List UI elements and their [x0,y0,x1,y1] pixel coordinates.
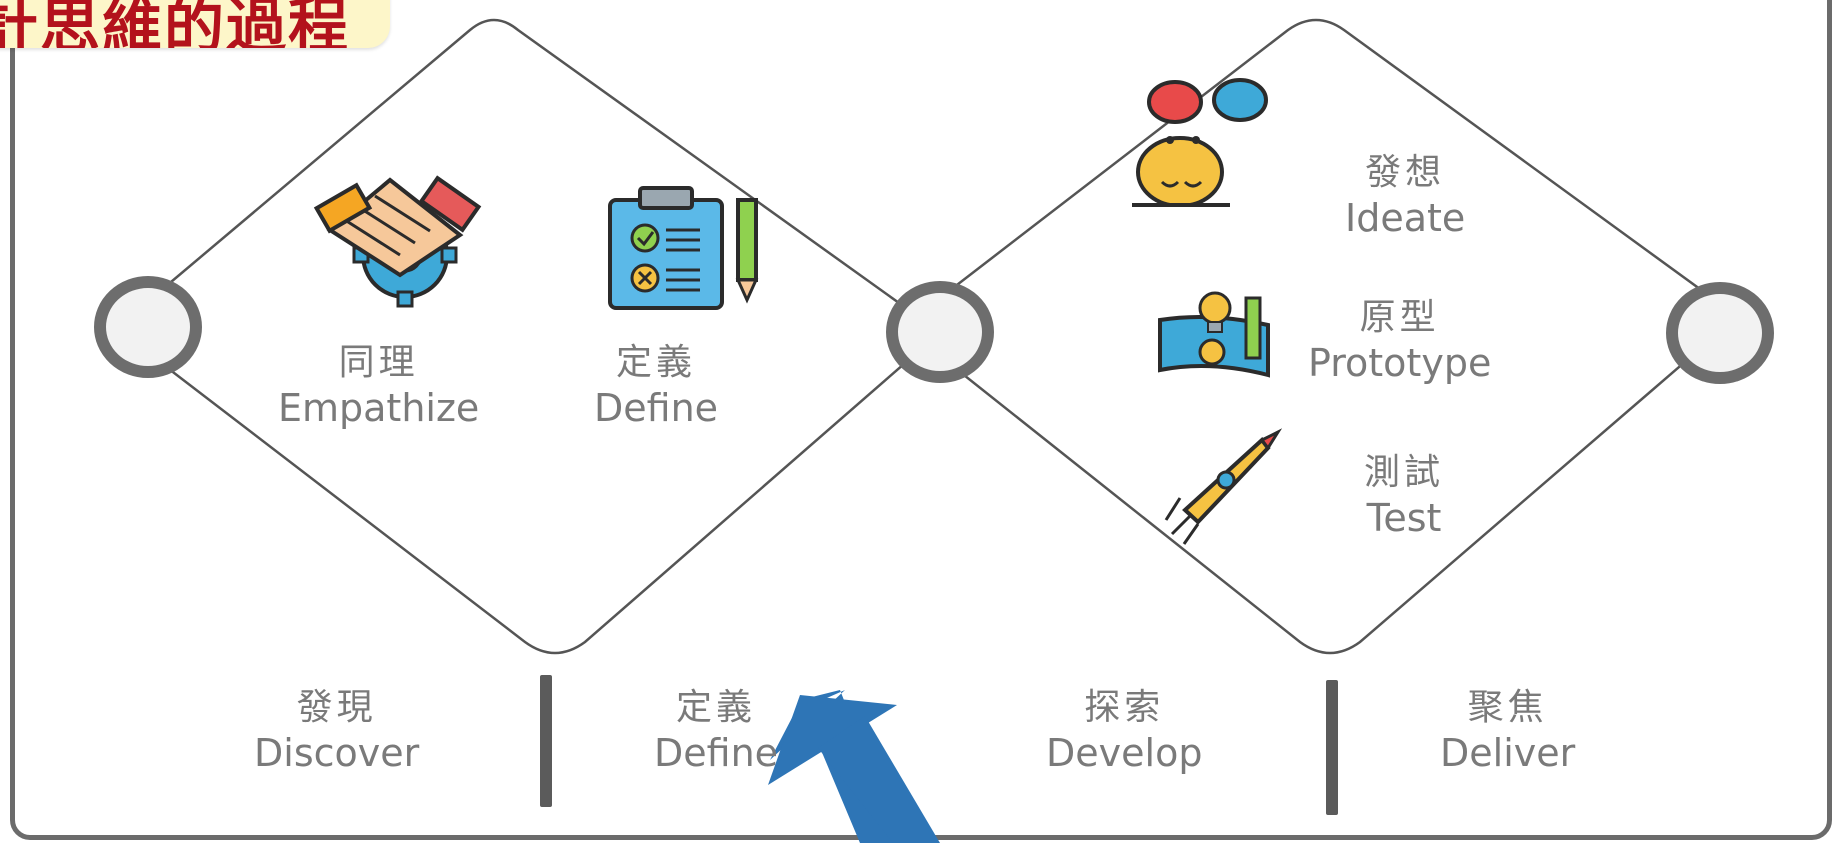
label-deliver-zh: 聚焦 [1467,687,1548,728]
label-develop-en: Develop [1046,731,1203,775]
label-prototype-zh: 原型 [1359,297,1440,338]
divider-left [540,675,552,807]
label-define-bottom: 定義 Define [654,685,778,778]
label-define-top: 定義 Define [594,340,718,433]
label-deliver: 聚焦 Deliver [1440,685,1575,778]
label-prototype-en: Prototype [1308,341,1492,385]
label-define-top-zh: 定義 [616,342,697,383]
label-develop: 探索 Develop [1046,685,1202,778]
checklist-clipboard-icon [608,186,759,310]
rocket-icon [1164,428,1283,545]
diagram-title: 設計思維的過程 [0,0,350,48]
label-deliver-en: Deliver [1440,731,1576,775]
node-circle-left [94,276,202,378]
label-test-en: Test [1366,496,1442,540]
label-ideate-zh: 發想 [1365,152,1446,193]
handshake-gear-icon [313,175,482,308]
label-ideate-en: Ideate [1345,196,1466,240]
label-develop-zh: 探索 [1084,687,1165,728]
label-ideate: 發想 Ideate [1345,150,1465,243]
label-empathize-en: Empathize [278,386,480,430]
label-test: 測試 Test [1364,450,1444,543]
label-define-top-en: Define [594,386,719,430]
divider-right [1326,680,1338,815]
label-discover-en: Discover [254,731,420,775]
label-define-bottom-en: Define [654,731,779,775]
title-banner: 設計思維的過程 [0,0,390,48]
node-circle-middle [886,281,994,383]
label-test-zh: 測試 [1364,452,1445,493]
pointer-arrow-shaft [818,716,940,843]
node-circle-right [1666,282,1774,384]
diamond-left [150,18,932,655]
label-empathize-zh: 同理 [338,342,419,383]
label-define-bottom-zh: 定義 [676,687,757,728]
blueprint-lightbulb-icon [1158,291,1270,378]
brainstorm-bubbles-icon [1132,78,1268,245]
label-prototype: 原型 Prototype [1308,295,1491,388]
label-discover-zh: 發現 [296,687,377,728]
label-empathize: 同理 Empathize [278,340,479,433]
label-discover: 發現 Discover [254,685,419,778]
